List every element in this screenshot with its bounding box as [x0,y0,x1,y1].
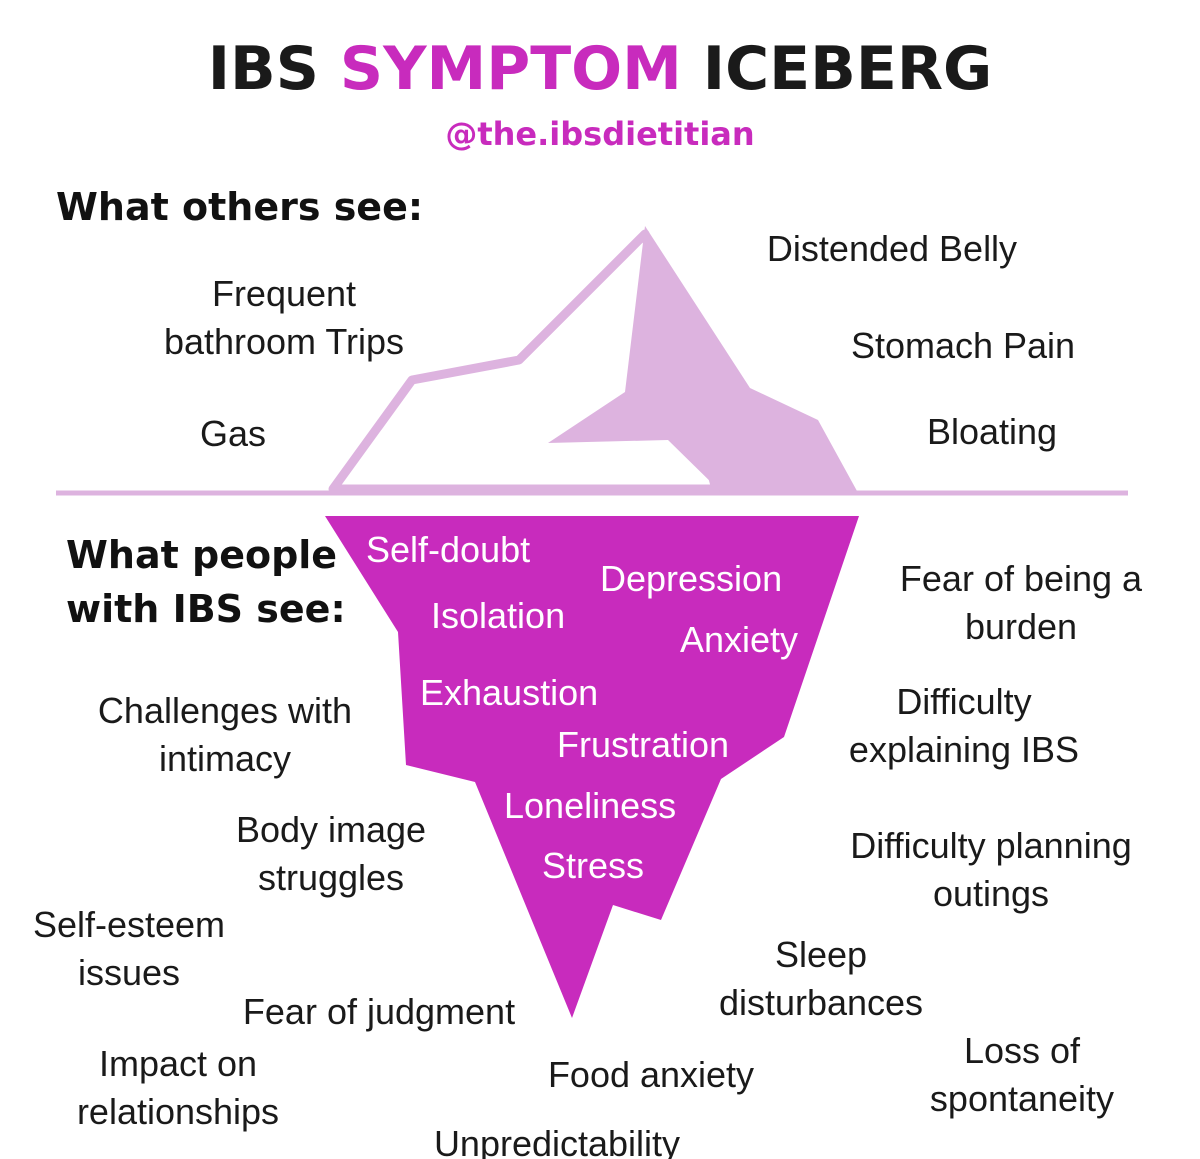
heading-what-others-see: What others see: [56,185,424,229]
label-fear-burden-line2: burden [964,606,1078,647]
label-sleep-line2: disturbances [718,982,924,1023]
inner-depression: Depression [600,558,783,599]
label-difficulty-planning-outings: Difficulty planning outings [836,822,1146,918]
label-spontaneity-line2: spontaneity [929,1078,1115,1119]
label-frequent-line1: Frequent [211,273,357,314]
label-impact-on-relationships: Impact on relationships [60,1040,296,1136]
inner-loneliness: Loneliness [504,785,677,826]
label-fear-burden-line1: Fear of being a [899,558,1143,599]
label-unpredictability: Unpredictability [433,1123,681,1159]
inner-isolation: Isolation [431,595,566,636]
label-challenges-with-intimacy: Challenges with intimacy [86,687,364,783]
label-intimacy-line2: intimacy [158,738,292,779]
label-distended-belly: Distended Belly [766,228,1018,269]
label-frequent-bathroom-trips: Frequent bathroom Trips [134,270,434,366]
title-part-ibs: IBS [207,34,319,104]
title-part-iceberg: ICEBERG [702,34,993,104]
label-loss-of-spontaneity: Loss of spontaneity [912,1027,1132,1123]
label-body-image-struggles: Body image struggles [222,806,440,902]
page-title: IBS SYMPTOM ICEBERG [0,34,1200,104]
title-part-symptom: SYMPTOM [339,34,682,104]
inner-frustration: Frustration [557,724,730,765]
label-food-anxiety: Food anxiety [547,1054,755,1095]
label-difficulty-planning-line1: Difficulty planning [850,825,1132,866]
label-self-esteem-issues: Self-esteem issues [24,901,234,997]
iceberg-tip-shaded-face [548,226,857,491]
inner-self-doubt: Self-doubt [366,529,531,570]
label-fear-of-judgment: Fear of judgment [242,991,516,1032]
heading-what-people-with-ibs-see: What people with IBS see: [66,528,346,636]
author-handle: @the.ibsdietitian [445,115,755,153]
label-frequent-line2: bathroom Trips [163,321,405,362]
label-spontaneity-line1: Loss of [963,1030,1081,1071]
inner-stress: Stress [542,845,645,886]
label-bloating: Bloating [926,411,1058,452]
iceberg-underwater-mass [325,516,859,1018]
inner-anxiety: Anxiety [680,619,799,660]
label-difficulty-explaining-line2: explaining IBS [848,729,1080,770]
label-self-esteem-line2: issues [77,952,181,993]
label-difficulty-explaining-ibs: Difficulty explaining IBS [830,678,1098,774]
label-difficulty-explaining-line1: Difficulty [896,681,1032,722]
label-intimacy-line1: Challenges with [97,690,353,731]
label-body-image-line2: struggles [257,857,405,898]
inner-exhaustion: Exhaustion [420,672,599,713]
label-fear-of-being-a-burden: Fear of being a burden [886,555,1156,651]
label-self-esteem-line1: Self-esteem [32,904,226,945]
heading-below-line2: with IBS see: [66,587,346,631]
heading-below-line1: What people [66,533,338,577]
label-sleep-disturbances: Sleep disturbances [706,931,936,1027]
label-sleep-line1: Sleep [774,934,868,975]
label-relationships-line2: relationships [76,1091,280,1132]
label-difficulty-planning-line2: outings [932,873,1050,914]
label-stomach-pain: Stomach Pain [850,325,1076,366]
label-gas: Gas [199,413,267,454]
label-relationships-line1: Impact on [98,1043,258,1084]
label-body-image-line1: Body image [235,809,427,850]
